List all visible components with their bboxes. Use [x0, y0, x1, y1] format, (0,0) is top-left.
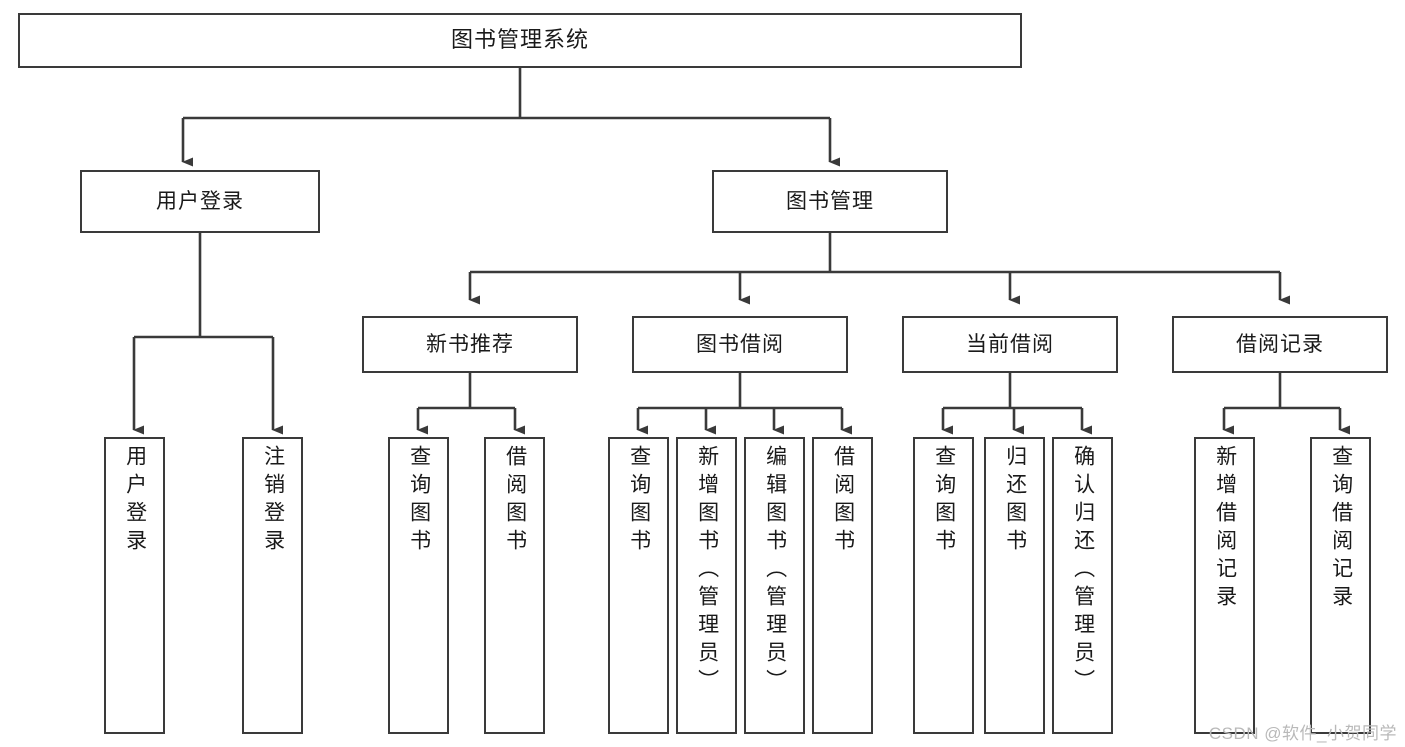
node-leaf-logout-login[interactable]: 注销登录 — [242, 437, 303, 734]
node-label: 借阅图书 — [503, 445, 527, 557]
node-label: 用户登录 — [156, 189, 244, 213]
node-leaf-query-borrow-record[interactable]: 查询借阅记录 — [1310, 437, 1371, 734]
watermark-text: CSDN @软件_小贺同学 — [1208, 724, 1397, 743]
node-label: 图书借阅 — [696, 332, 784, 356]
node-leaf-borrow-book-2[interactable]: 借阅图书 — [812, 437, 873, 734]
node-label: 借阅图书 — [831, 445, 855, 557]
node-current-borrow[interactable]: 当前借阅 — [902, 316, 1118, 373]
node-book-borrow[interactable]: 图书借阅 — [632, 316, 848, 373]
node-label: 归还图书 — [1003, 445, 1027, 557]
node-leaf-user-login[interactable]: 用户登录 — [104, 437, 165, 734]
node-label: 图书管理系统 — [450, 27, 589, 53]
node-new-book-recommend[interactable]: 新书推荐 — [362, 316, 578, 373]
node-label: 查询图书 — [627, 445, 651, 557]
node-leaf-borrow-book-1[interactable]: 借阅图书 — [484, 437, 545, 734]
node-leaf-query-book-3[interactable]: 查询图书 — [913, 437, 974, 734]
node-label: 确认归还（管理员） — [1071, 445, 1095, 697]
node-label: 图书管理 — [786, 189, 874, 213]
node-label: 当前借阅 — [966, 332, 1054, 356]
node-leaf-add-borrow-record[interactable]: 新增借阅记录 — [1194, 437, 1255, 734]
node-leaf-query-book-1[interactable]: 查询图书 — [388, 437, 449, 734]
node-borrow-record[interactable]: 借阅记录 — [1172, 316, 1388, 373]
node-leaf-edit-book[interactable]: 编辑图书（管理员） — [744, 437, 805, 734]
node-label: 编辑图书（管理员） — [763, 445, 787, 697]
node-leaf-return-book[interactable]: 归还图书 — [984, 437, 1045, 734]
node-label: 查询借阅记录 — [1329, 445, 1353, 613]
node-label: 新增图书（管理员） — [695, 445, 719, 697]
node-label: 用户登录 — [123, 445, 147, 557]
node-label: 借阅记录 — [1236, 332, 1324, 356]
node-label: 新增借阅记录 — [1213, 445, 1237, 613]
node-leaf-query-book-2[interactable]: 查询图书 — [608, 437, 669, 734]
node-label: 查询图书 — [932, 445, 956, 557]
node-label: 新书推荐 — [426, 332, 514, 356]
node-label: 查询图书 — [407, 445, 431, 557]
node-user-login[interactable]: 用户登录 — [80, 170, 320, 233]
node-leaf-confirm-return[interactable]: 确认归还（管理员） — [1052, 437, 1113, 734]
node-label: 注销登录 — [261, 445, 285, 557]
node-leaf-add-book[interactable]: 新增图书（管理员） — [676, 437, 737, 734]
node-book-manage[interactable]: 图书管理 — [712, 170, 948, 233]
node-root-book-management-system[interactable]: 图书管理系统 — [18, 13, 1022, 68]
